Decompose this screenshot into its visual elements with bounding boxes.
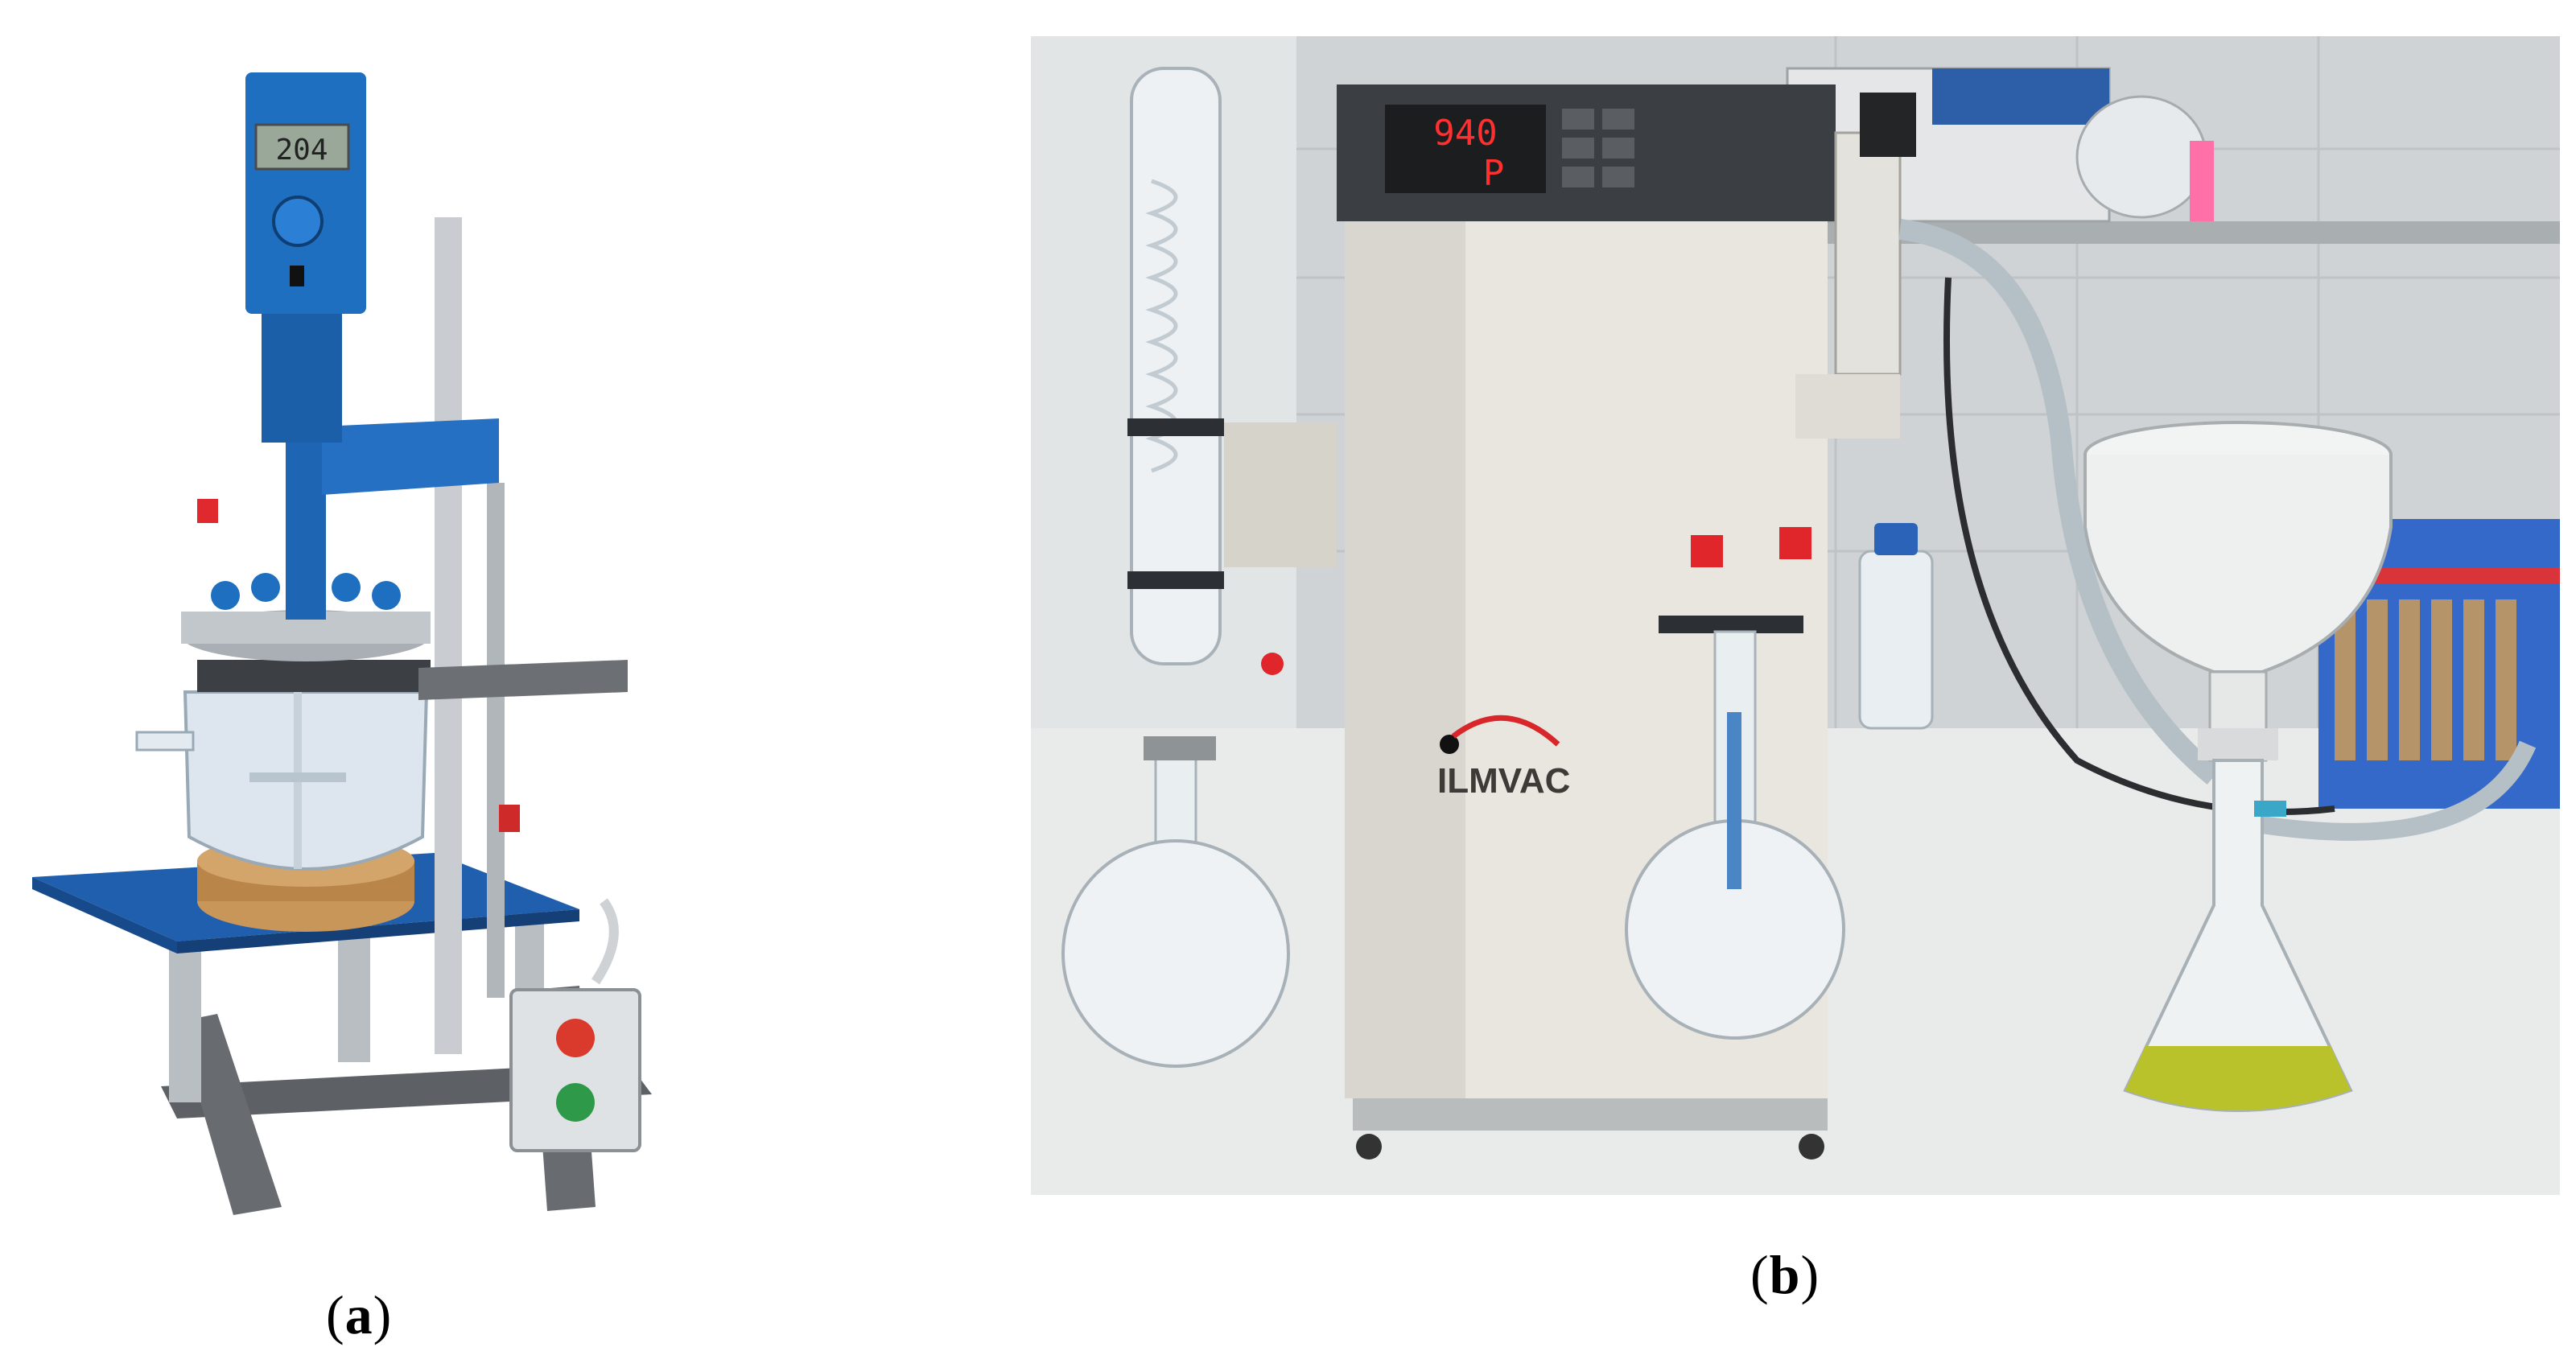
caption-a: (a): [326, 1284, 393, 1345]
brand-arc: [1451, 715, 1560, 747]
right-red-valve-2: [1779, 527, 1811, 559]
clamp-arm: [418, 660, 628, 700]
pump-brand-label: ILMVAC: [1437, 761, 1570, 801]
yellow-filtrate: [2125, 1046, 2351, 1110]
control-box: [509, 898, 641, 1152]
valve-assembly: [1795, 93, 1916, 439]
glass-vessel: [135, 660, 429, 871]
condenser-holder: [1224, 422, 1337, 567]
pump-display-panel: [1385, 105, 1546, 193]
buchner-funnel: [2083, 421, 2393, 762]
valve-red-2: [499, 805, 520, 832]
shelf-box-label: [1932, 68, 2109, 125]
speed-knob: [272, 196, 324, 247]
stirrer-shaft-housing: [286, 426, 326, 620]
right-receiving-flask: [1625, 630, 1845, 1040]
reactor-illustration: 204: [32, 72, 652, 1215]
lcd-speed-readout: 204: [275, 134, 328, 167]
lcd-display: [254, 123, 350, 171]
pump-keypad: [1562, 109, 1634, 187]
start-button: [556, 1083, 595, 1122]
filter-flask: [2123, 759, 2353, 1112]
motor-body: [262, 306, 342, 443]
power-switch: [290, 266, 304, 286]
pump-display-line-2: P: [1483, 153, 1505, 194]
shelf-flask: [2075, 95, 2207, 219]
clamp-ring: [197, 660, 431, 692]
support-rod-2: [487, 483, 505, 998]
condenser-column: [1127, 67, 1224, 665]
right-red-valve: [1691, 535, 1723, 567]
side-arm-connector: [2254, 801, 2286, 817]
vacuum-hose-2: [2261, 740, 2537, 841]
panel-a-photo: 204 (a): [16, 48, 740, 1345]
stop-button: [556, 1019, 595, 1057]
right-flask-clamp: [1659, 616, 1803, 633]
boss-head-arm: [322, 418, 499, 495]
vacuum-hose: [1898, 219, 2221, 785]
valve-red: [197, 499, 218, 523]
pump-wheel: [1356, 1134, 1382, 1160]
support-rod: [435, 217, 462, 1054]
pink-label: [2190, 141, 2214, 221]
pump-wheel: [1799, 1134, 1824, 1160]
left-red-valve: [1261, 653, 1284, 675]
brand-dot: [1440, 735, 1459, 754]
pump-display-line-1: 940: [1433, 113, 1497, 154]
vacuum-setup-illustration: 940 P ILMVAC: [1031, 36, 2560, 1195]
left-receiving-flask: [1061, 736, 1290, 1068]
stirrer-motor-head: 204: [245, 72, 366, 314]
caption-b: (b): [1750, 1244, 1820, 1305]
panel-b-photo: 940 P ILMVAC: [1031, 36, 2560, 1305]
reagent-bottle: [1858, 523, 1934, 730]
